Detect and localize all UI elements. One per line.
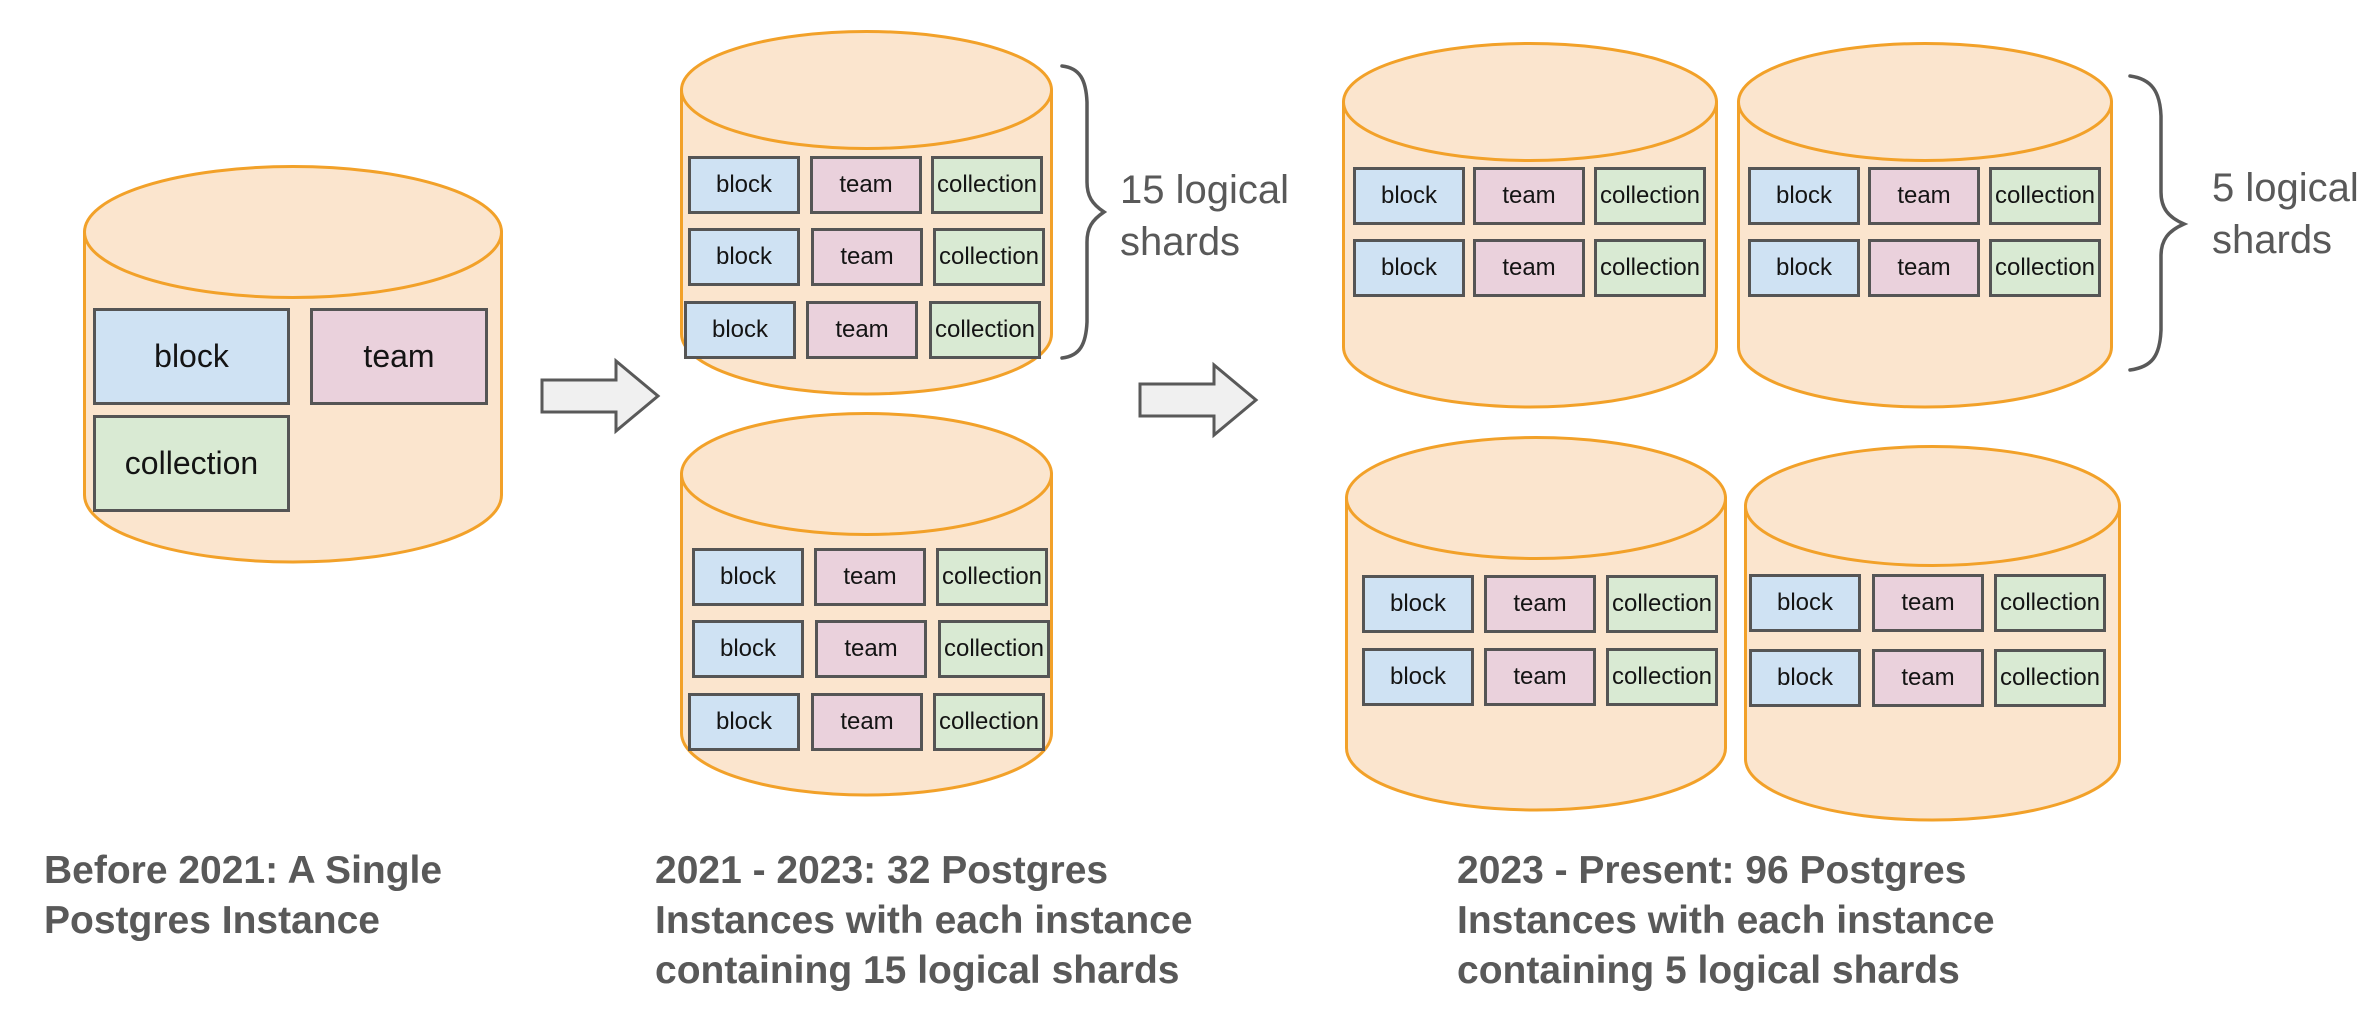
shard-count-label: 15 logical shards [1120, 168, 1290, 264]
table-box-team: team [810, 156, 922, 214]
table-box-block: block [1362, 575, 1474, 633]
table-box-block: block [1749, 649, 1861, 707]
caption-line: 2023 - Present: 96 Postgres [1457, 849, 1967, 892]
table-box-block: block [684, 301, 796, 359]
table-box-collection: collection [931, 156, 1043, 214]
table-box-collection: collection [1989, 167, 2101, 225]
caption-line: Instances with each instance [655, 899, 1193, 942]
table-box-collection: collection [936, 548, 1048, 606]
caption-line: Instances with each instance [1457, 899, 1995, 942]
table-box-collection: collection [1594, 239, 1706, 297]
table-box-collection: collection [1994, 649, 2106, 707]
table-box-block: block [692, 548, 804, 606]
table-box-team: team [815, 620, 927, 678]
table-box-team: team [814, 548, 926, 606]
table-box-team: team [1484, 648, 1596, 706]
table-box-collection: collection [1989, 239, 2101, 297]
table-box-block: block [1749, 574, 1861, 632]
stage-caption-before-2021: Before 2021: A Single Postgres Instance [44, 846, 442, 946]
table-box-block: block [688, 156, 800, 214]
stage-caption-2021-2023: 2021 - 2023: 32 Postgres Instances with … [655, 846, 1193, 996]
table-box-collection: collection [93, 415, 290, 512]
table-box-block: block [692, 620, 804, 678]
database-cylinder-icon [1744, 445, 2121, 822]
table-box-team: team [1484, 575, 1596, 633]
brace-icon [2128, 74, 2189, 372]
table-box-team: team [1473, 239, 1585, 297]
arrow-right-icon [540, 357, 661, 435]
table-box-collection: collection [933, 228, 1045, 286]
table-box-collection: collection [1606, 648, 1718, 706]
table-box-team: team [310, 308, 488, 405]
table-box-block: block [1748, 167, 1860, 225]
table-box-block: block [688, 228, 800, 286]
table-box-block: block [1748, 239, 1860, 297]
caption-line: containing 15 logical shards [655, 949, 1180, 992]
table-box-team: team [1872, 574, 1984, 632]
table-box-team: team [1868, 167, 1980, 225]
table-box-collection: collection [938, 620, 1050, 678]
table-box-collection: collection [1994, 574, 2106, 632]
stage-caption-2023-present: 2023 - Present: 96 Postgres Instances wi… [1457, 846, 1995, 996]
table-box-team: team [1868, 239, 1980, 297]
caption-line: Postgres Instance [44, 899, 380, 942]
table-box-team: team [1473, 167, 1585, 225]
brace-icon [1060, 64, 1108, 360]
table-box-block: block [1353, 167, 1465, 225]
table-box-collection: collection [1594, 167, 1706, 225]
table-box-collection: collection [929, 301, 1041, 359]
table-box-block: block [1353, 239, 1465, 297]
table-box-team: team [806, 301, 918, 359]
table-box-team: team [1872, 649, 1984, 707]
caption-line: 2021 - 2023: 32 Postgres [655, 849, 1109, 892]
table-box-collection: collection [933, 693, 1045, 751]
arrow-right-icon [1138, 361, 1259, 439]
table-box-collection: collection [1606, 575, 1718, 633]
shard-count-label: 5 logical shards [2212, 166, 2359, 262]
caption-line: containing 5 logical shards [1457, 949, 1960, 992]
table-box-block: block [93, 308, 290, 405]
table-box-team: team [811, 693, 923, 751]
caption-line: Before 2021: A Single [44, 849, 443, 892]
table-box-block: block [1362, 648, 1474, 706]
table-box-block: block [688, 693, 800, 751]
table-box-team: team [811, 228, 923, 286]
